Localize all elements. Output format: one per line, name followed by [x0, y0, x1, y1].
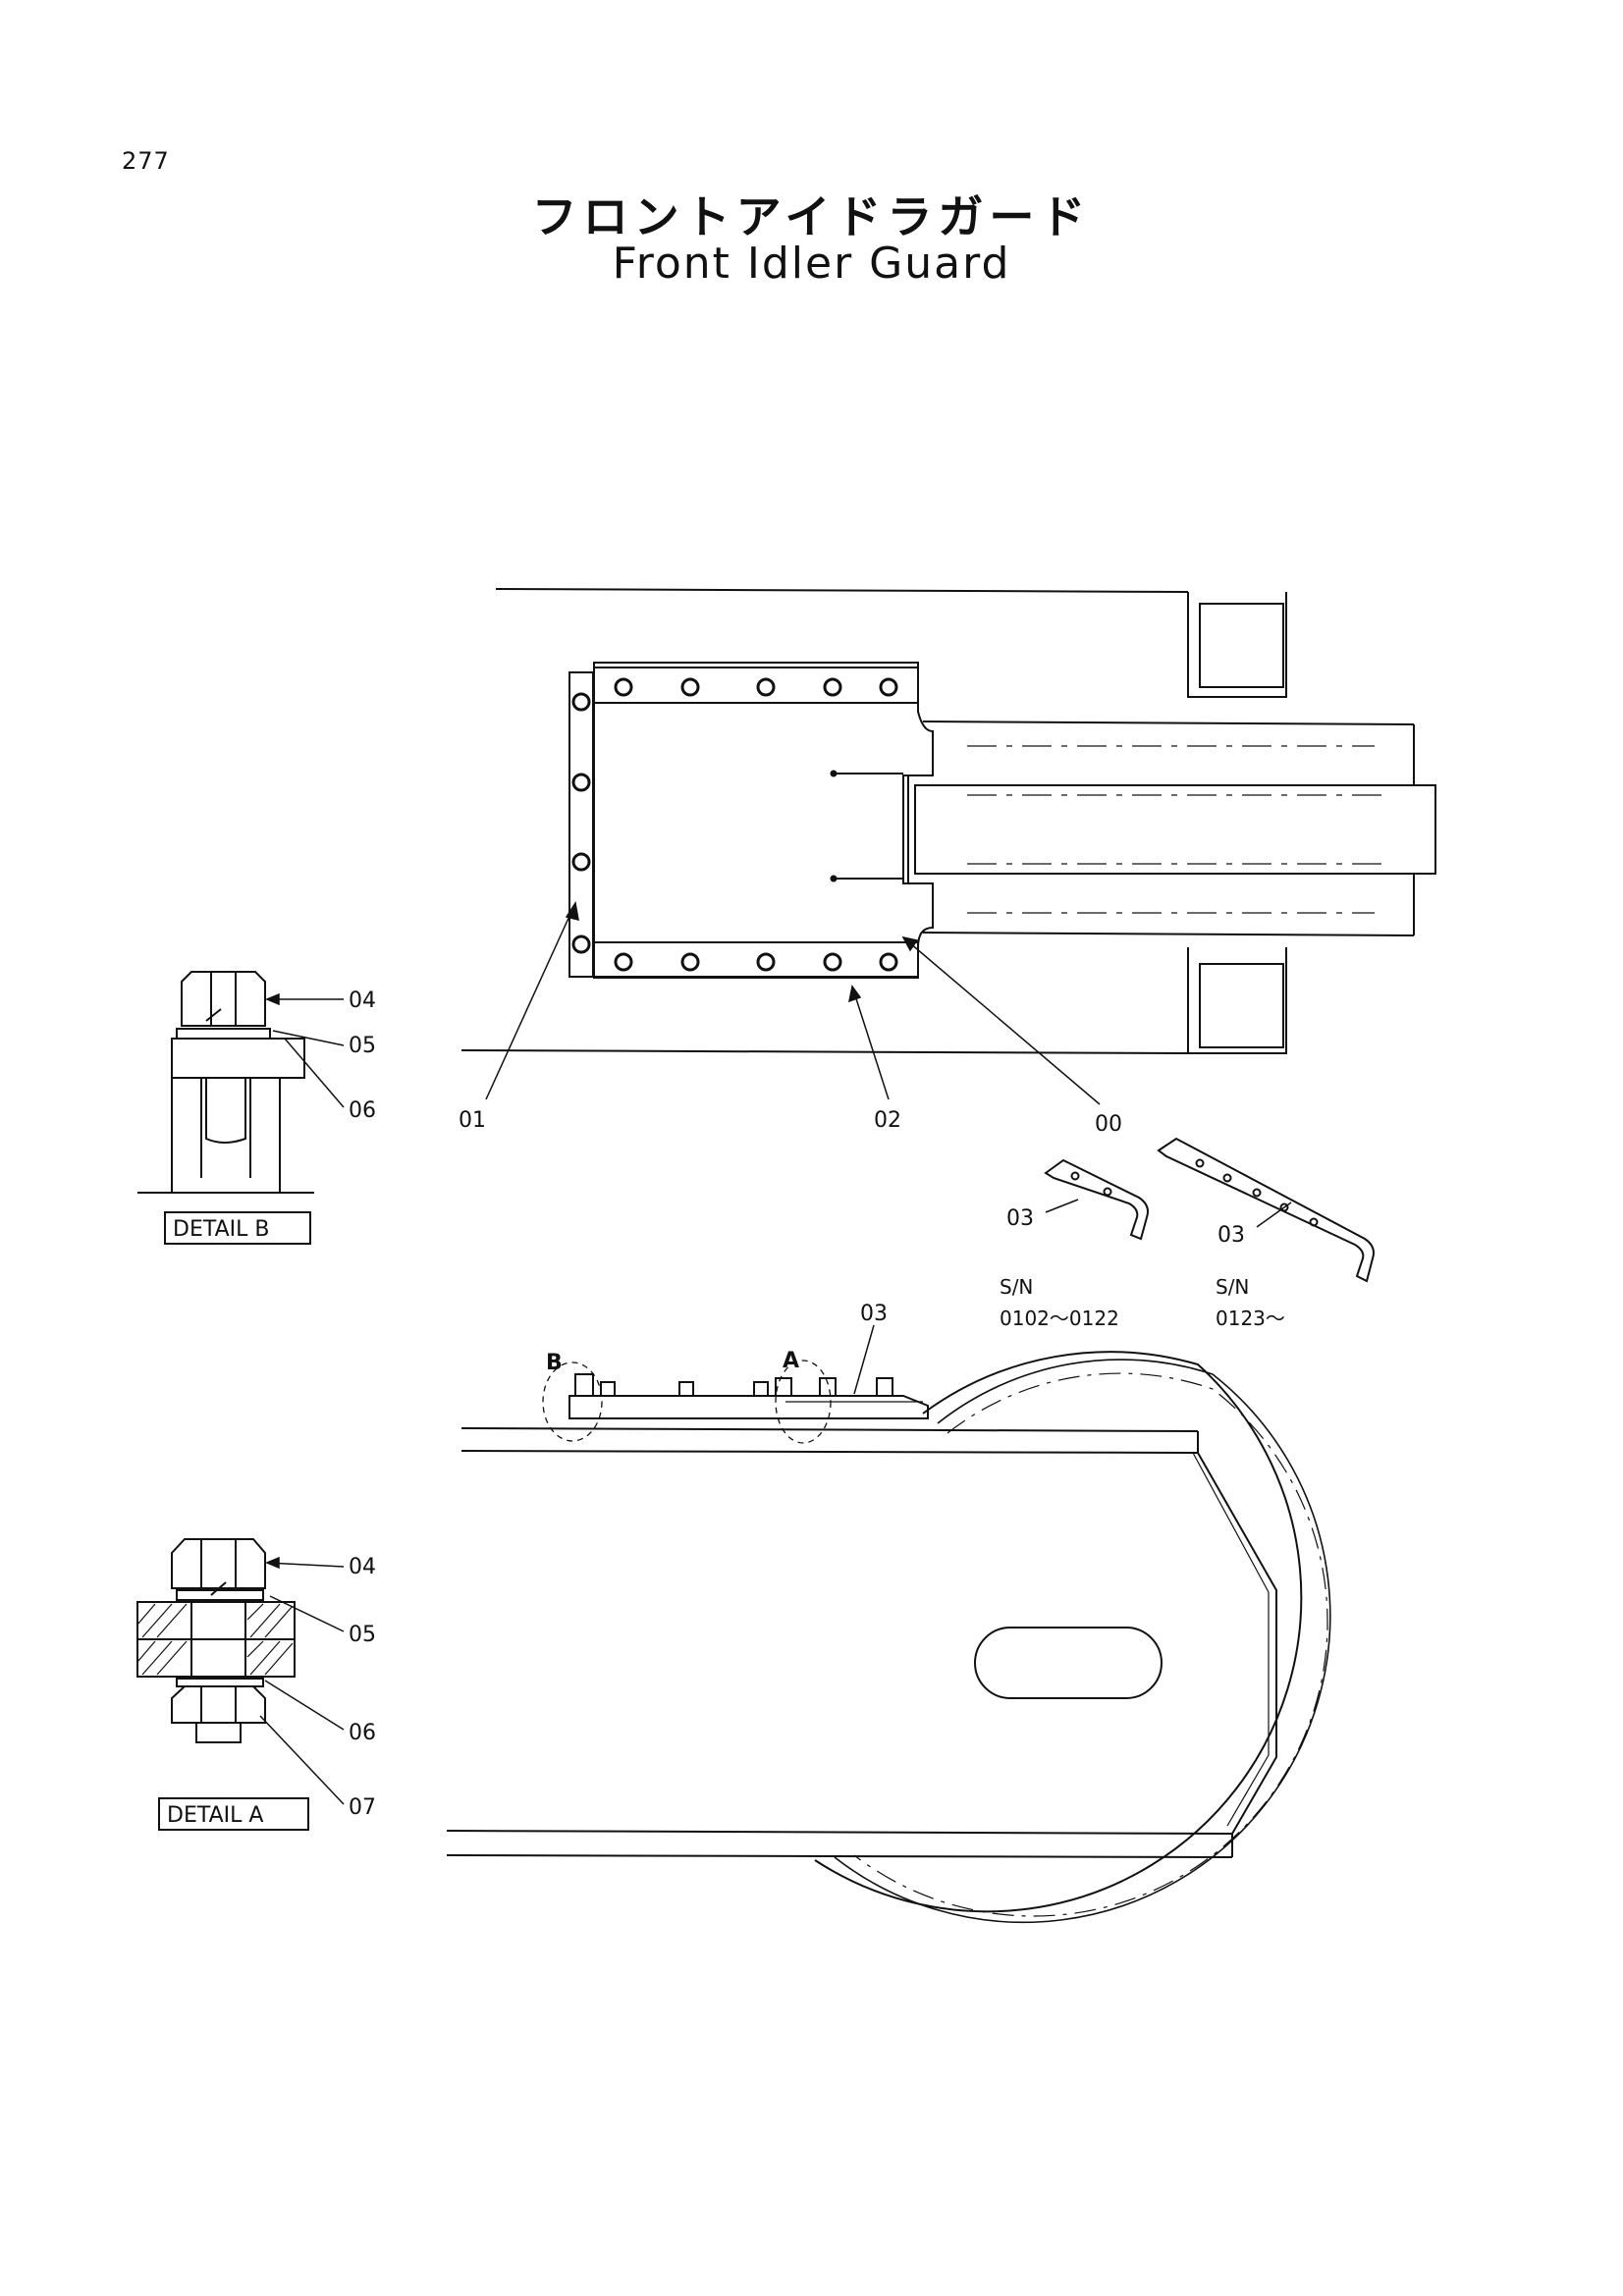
detail-a-leaders	[259, 1556, 345, 1805]
callout-03-side: 03	[860, 1302, 888, 1326]
detail-a-callout-05: 05	[349, 1623, 376, 1647]
serial-range-1: 0102～0122	[1000, 1307, 1119, 1330]
callout-01: 01	[459, 1108, 486, 1133]
detail-b-callout-06: 06	[349, 1098, 376, 1123]
page-number: 277	[122, 147, 170, 175]
detail-a-callout-06: 06	[349, 1721, 376, 1745]
detail-a-hatch	[136, 1603, 294, 1676]
callout-00: 00	[1095, 1112, 1122, 1137]
detail-a-label: DETAIL A	[167, 1803, 263, 1828]
detail-b-label: DETAIL B	[173, 1217, 269, 1242]
detail-b-callout-05: 05	[349, 1034, 376, 1058]
serial-label-1: S/N	[1000, 1275, 1033, 1299]
top-view-leaders	[485, 900, 1101, 1105]
detail-b-leaders	[265, 992, 345, 1108]
marker-b: B	[546, 1351, 563, 1375]
callout-03-long: 03	[1217, 1223, 1245, 1248]
bracket-leaders	[853, 1199, 1292, 1395]
detail-b-drawing	[137, 971, 314, 1194]
detail-a-drawing	[136, 1538, 296, 1743]
serial-range-2: 0123～	[1216, 1307, 1285, 1330]
top-view-bolts	[571, 677, 898, 972]
callout-02: 02	[874, 1108, 901, 1133]
marker-a: A	[783, 1349, 799, 1373]
page-title-japanese: フロントアイドラガード	[531, 190, 1092, 243]
bracket-03-short	[1044, 1158, 1149, 1241]
callout-03-short: 03	[1006, 1206, 1034, 1231]
detail-a-callout-04: 04	[349, 1555, 376, 1579]
side-view-markers	[542, 1360, 832, 1444]
page-title-english: Front Idler Guard	[612, 239, 1011, 289]
bracket-03-long	[1157, 1137, 1375, 1283]
top-view	[460, 588, 1436, 1054]
side-view-bolts	[574, 1373, 893, 1397]
serial-label-2: S/N	[1216, 1275, 1249, 1299]
detail-b-callout-04: 04	[349, 988, 376, 1013]
detail-b-box	[164, 1211, 311, 1245]
detail-a-box	[158, 1797, 309, 1831]
detail-a-callout-07: 07	[349, 1795, 376, 1820]
side-view	[446, 1351, 1331, 1924]
